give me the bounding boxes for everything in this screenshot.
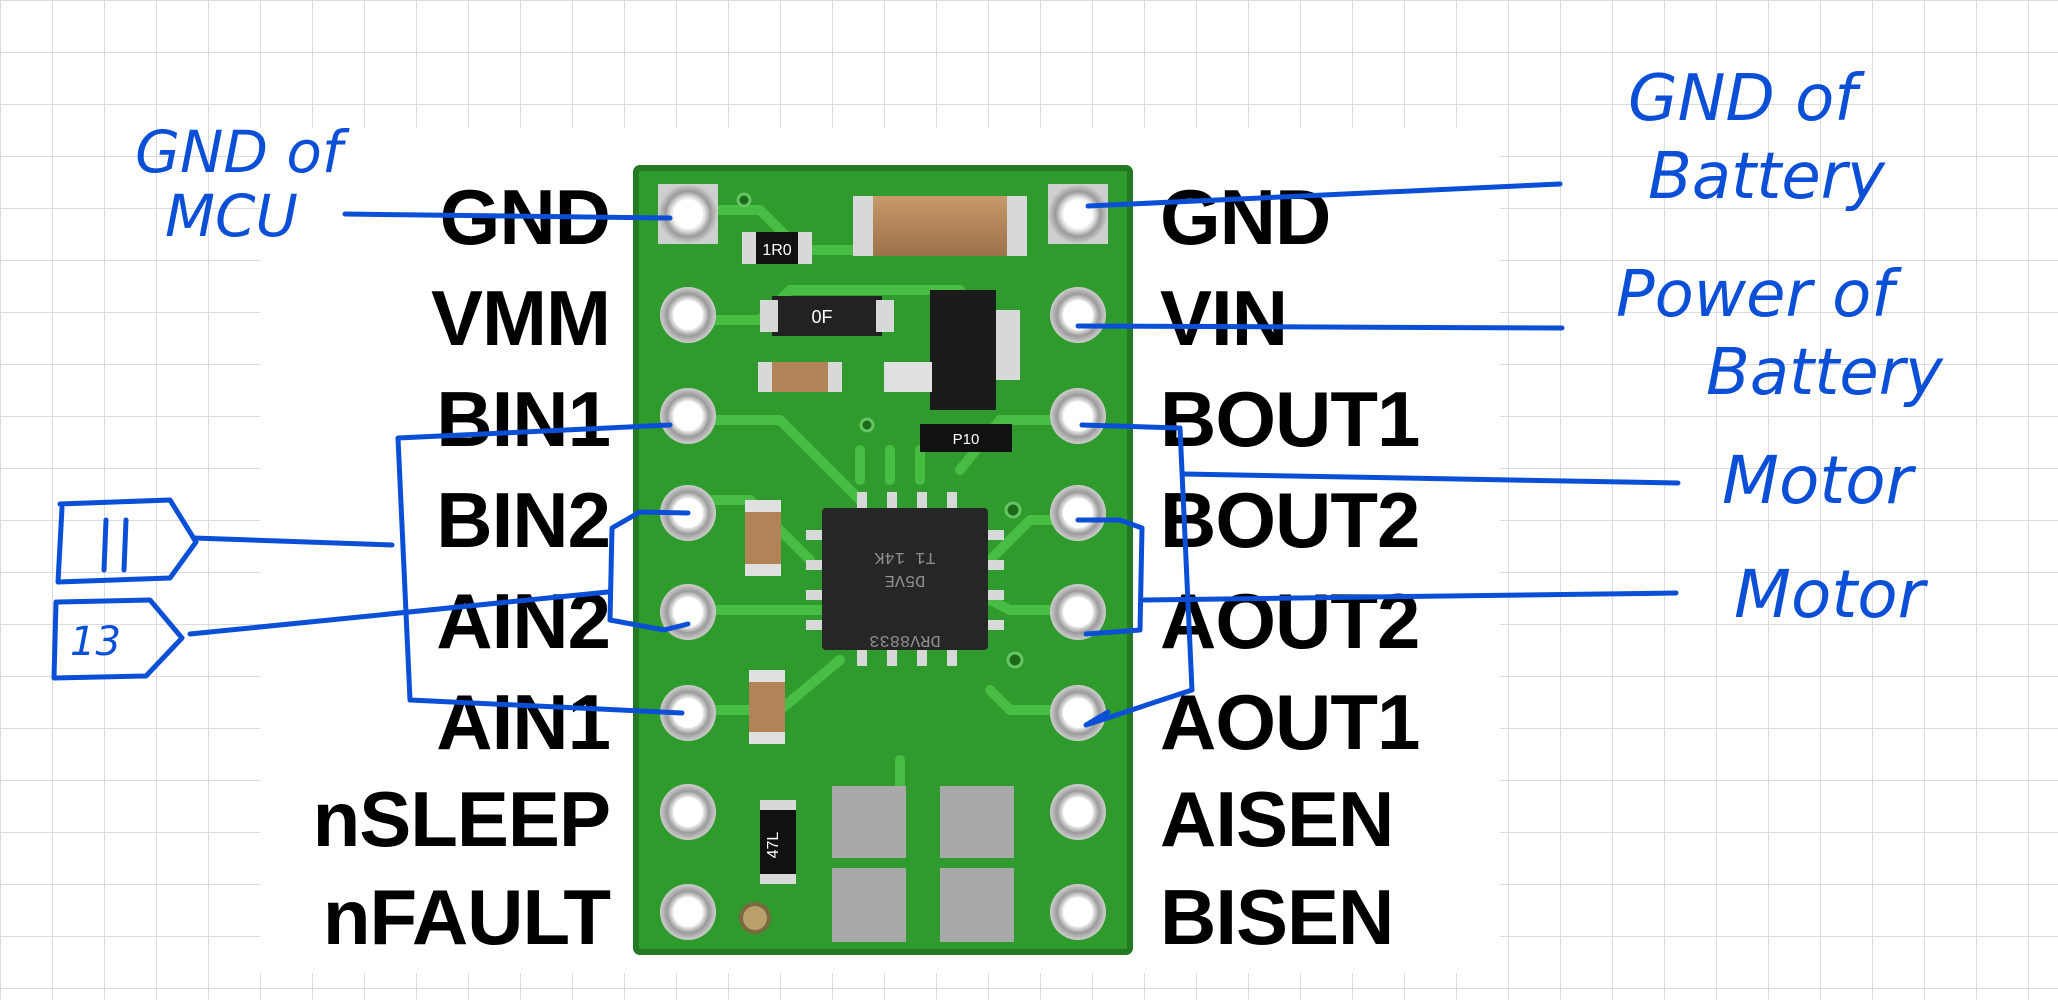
note-gnd-of-mcu-line2: MCU	[165, 182, 298, 250]
note-power-of-battery-line1: Power of	[1616, 258, 1894, 332]
wire-motor-2	[1141, 590, 1679, 603]
note-motor-2: Motor	[1734, 556, 1925, 633]
note-pin-11: 11	[92, 520, 156, 570]
diode-marking: 0F	[811, 307, 832, 327]
small-component-marking: P10	[953, 431, 980, 448]
note-gnd-of-battery-line1: GND of	[1628, 62, 1857, 136]
bracket-in1	[395, 422, 685, 716]
pin-label-right-bout2: BOUT2	[1160, 476, 1420, 564]
wire-gnd-mcu	[342, 211, 673, 221]
note-gnd-of-battery-line2: Battery	[1648, 140, 1885, 214]
pin-label-right-gnd: GND	[1160, 173, 1331, 261]
pin-label-left-vmm: VMM	[431, 274, 611, 362]
pin-label-right-vin: VIN	[1160, 274, 1288, 362]
right-pin-pads	[1048, 184, 1108, 940]
wire-motor-1	[1181, 471, 1681, 486]
bracket-in2	[607, 509, 691, 633]
wire-pin-11	[191, 535, 395, 548]
pin-label-left-nsleep: nSLEEP	[312, 775, 611, 863]
pin-label-right-bout1: BOUT1	[1160, 375, 1420, 463]
note-power-of-battery: Power of Battery	[1616, 256, 1943, 412]
pin-label-left-bin2: BIN2	[436, 476, 611, 564]
note-motor-1: Motor	[1722, 442, 1913, 519]
note-power-of-battery-line2: Battery	[1706, 336, 1943, 410]
pin-label-left-bin1: BIN1	[436, 375, 611, 463]
pin-13-box	[51, 597, 185, 681]
pin-11-box	[55, 497, 199, 585]
pin-label-left-nfault: nFAULT	[322, 873, 611, 961]
wire-gnd-battery	[1085, 181, 1563, 209]
wire-power-battery	[1075, 323, 1565, 331]
chip-marking-3: DRV8833	[869, 630, 940, 649]
chip-marking-1: T1 14K	[874, 547, 936, 566]
note-gnd-of-mcu-line1: GND of	[135, 118, 343, 186]
bracket-out2	[1075, 517, 1145, 637]
bracket-out1	[1079, 422, 1195, 728]
note-gnd-of-battery: GND of Battery	[1628, 60, 1885, 216]
pin-label-left-ain1: AIN1	[436, 678, 611, 766]
pin-label-right-aisen: AISEN	[1160, 775, 1394, 863]
capacitor-large	[865, 196, 1015, 256]
pin-label-right-aout1: AOUT1	[1160, 678, 1420, 766]
chip-marking-2: D5VE	[885, 570, 926, 589]
resistor-marking: 1R0	[762, 242, 791, 259]
note-gnd-of-mcu: GND of MCU	[135, 120, 342, 248]
label-pin-13: 13	[70, 619, 121, 665]
wire-pin-13	[187, 589, 611, 637]
sense-resistor-marking: 47L	[765, 832, 782, 859]
driver-chip	[822, 508, 988, 650]
pin-label-right-bisen: BISEN	[1160, 873, 1394, 961]
